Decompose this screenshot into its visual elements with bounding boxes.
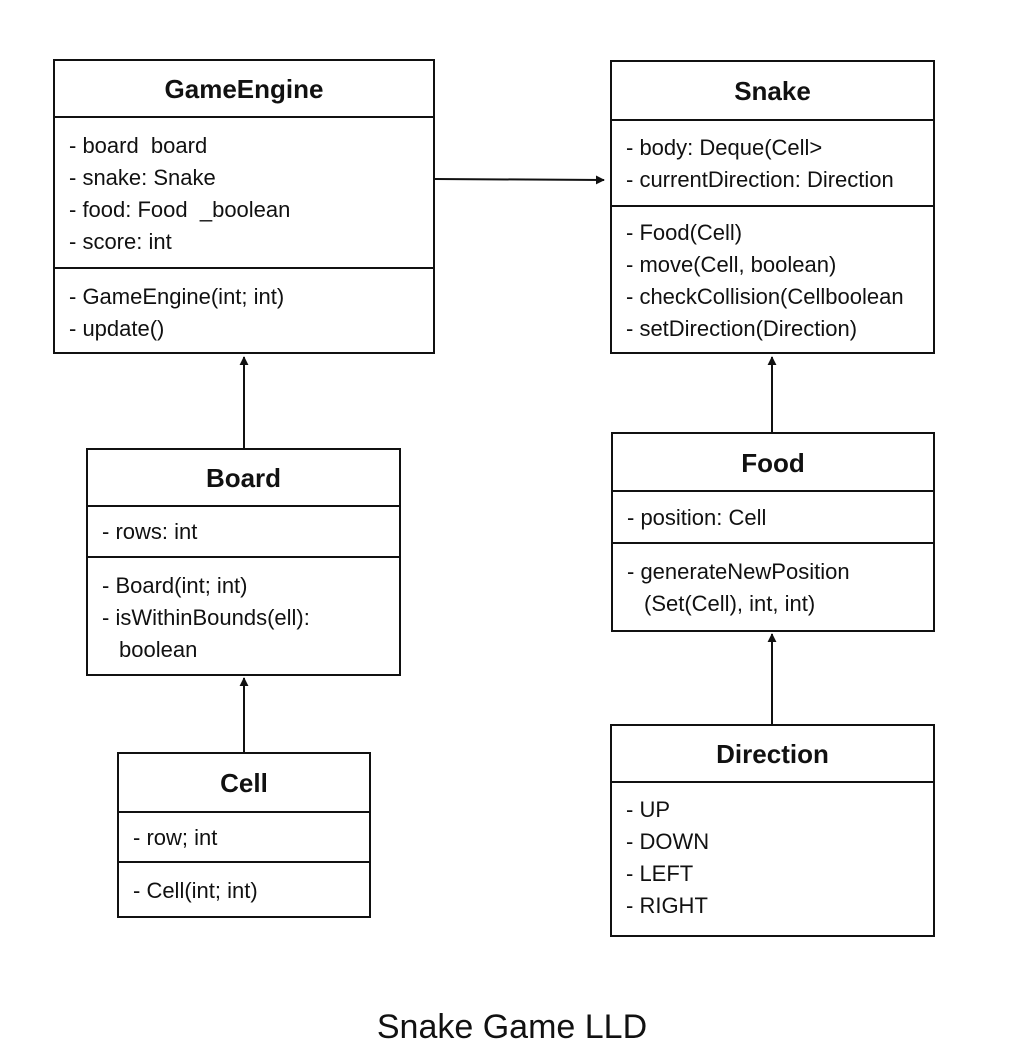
method: - generateNewPosition bbox=[627, 559, 850, 584]
method: - setDirection(Direction) bbox=[626, 316, 858, 341]
enum-value: - DOWN bbox=[626, 829, 710, 854]
attributes-section: - board board - snake: Snake - food: Foo… bbox=[55, 118, 433, 269]
enum-value: - UP bbox=[626, 797, 670, 822]
method: - isWithinBounds(ell): bbox=[102, 605, 310, 630]
attribute: - board board bbox=[69, 133, 208, 158]
attribute: - currentDirection: Direction bbox=[626, 167, 894, 192]
class-name: GameEngine bbox=[55, 61, 433, 118]
method: - checkCollision(Cellboolean bbox=[626, 284, 904, 309]
method: - update() bbox=[69, 316, 165, 341]
class-game-engine: GameEngine - board board - snake: Snake … bbox=[53, 59, 435, 354]
methods-section: - GameEngine(int; int) - update() bbox=[55, 269, 433, 345]
values-section: - UP - DOWN - LEFT - RIGHT bbox=[612, 783, 933, 922]
method: - Food(Cell) bbox=[626, 220, 743, 245]
method: - GameEngine(int; int) bbox=[69, 284, 285, 309]
attribute: - row; int bbox=[133, 825, 218, 850]
class-name: Snake bbox=[612, 62, 933, 121]
attributes-section: - row; int bbox=[119, 813, 369, 863]
class-name: Cell bbox=[119, 754, 369, 813]
attribute: - rows: int bbox=[102, 519, 198, 544]
class-food: Food - position: Cell - generateNewPosit… bbox=[611, 432, 935, 632]
arrow-gameengine-to-snake bbox=[434, 175, 605, 185]
class-snake: Snake - body: Deque(Cell> - currentDirec… bbox=[610, 60, 935, 354]
attributes-section: - position: Cell bbox=[613, 492, 933, 544]
attribute: - body: Deque(Cell> bbox=[626, 135, 823, 160]
class-cell: Cell - row; int - Cell(int; int) bbox=[117, 752, 371, 918]
attributes-section: - rows: int bbox=[88, 507, 399, 558]
methods-section: - generateNewPosition (Set(Cell), int, i… bbox=[613, 544, 933, 620]
diagram-caption: Snake Game LLD bbox=[376, 1008, 648, 1046]
class-board: Board - rows: int - Board(int; int) - is… bbox=[86, 448, 401, 676]
enum-value: - LEFT bbox=[626, 861, 694, 886]
class-name: Food bbox=[613, 434, 933, 492]
connectors bbox=[239, 175, 777, 752]
attributes-section: - body: Deque(Cell> - currentDirection: … bbox=[612, 121, 933, 207]
methods-section: - Cell(int; int) bbox=[119, 863, 369, 907]
method: - move(Cell, boolean) bbox=[626, 252, 837, 277]
class-name: Board bbox=[88, 450, 399, 507]
method-continuation: (Set(Cell), int, int) bbox=[644, 591, 816, 616]
attribute: - food: Food _boolean bbox=[69, 197, 291, 222]
method: - Board(int; int) bbox=[102, 573, 248, 598]
methods-section: - Board(int; int) - isWithinBounds(ell):… bbox=[88, 558, 399, 666]
class-name: Direction bbox=[612, 726, 933, 783]
methods-section: - Food(Cell) - move(Cell, boolean) - che… bbox=[612, 207, 933, 345]
attribute: - score: int bbox=[69, 229, 172, 254]
attribute: - snake: Snake bbox=[69, 165, 216, 190]
method-continuation: boolean bbox=[119, 637, 198, 662]
enum-value: - RIGHT bbox=[626, 893, 708, 918]
attribute: - position: Cell bbox=[627, 505, 767, 530]
class-direction: Direction - UP - DOWN - LEFT - RIGHT bbox=[610, 724, 935, 937]
method: - Cell(int; int) bbox=[133, 878, 258, 903]
